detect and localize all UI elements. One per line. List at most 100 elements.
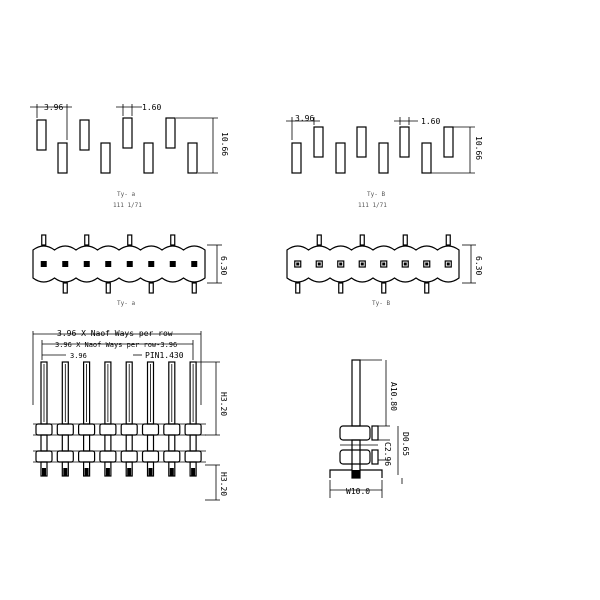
pin-dot — [403, 262, 407, 266]
pin-bottom — [421, 142, 432, 174]
pin-dot — [339, 262, 343, 266]
upper-housing — [120, 423, 138, 436]
plate-a-dims: 6.30 Ty- a — [117, 244, 228, 307]
housing-side — [371, 425, 379, 441]
upper-housing — [56, 423, 74, 436]
pin-top — [122, 117, 133, 149]
pin-hole — [358, 260, 366, 268]
pin-tip — [42, 468, 46, 476]
plate-caption: Ty- B — [372, 300, 390, 307]
lower-housing — [163, 450, 181, 463]
pin-hole — [337, 260, 345, 268]
plate-height-label: 6.30 — [474, 256, 483, 275]
pin-dot — [296, 262, 300, 266]
pitch-label: 3.96 — [70, 352, 87, 360]
upper-housing — [163, 423, 181, 436]
pin-bottom — [335, 142, 346, 174]
pin-bottom — [291, 142, 302, 174]
pin-tip — [84, 468, 89, 476]
pin-hole — [169, 261, 176, 267]
height-label: 10.66 — [474, 136, 483, 160]
front-view: 3.96 X Naof Ways per row 3.96 X Naof Way… — [32, 329, 228, 501]
pin-stub — [41, 234, 47, 246]
total-width-label: 3.96 X Naof Ways per row — [57, 329, 173, 338]
pin-dot — [360, 262, 364, 266]
pin-hole — [315, 260, 323, 268]
upper-height-label: H3.20 — [219, 392, 228, 416]
plate-outline — [32, 245, 206, 283]
lower-housing — [184, 450, 202, 463]
pitch-label: 3.96 — [295, 114, 314, 123]
pin-width-label: 1.60 — [421, 117, 440, 126]
pin-mid — [61, 434, 69, 452]
pin-stub — [445, 234, 451, 246]
pin-mid — [168, 434, 176, 452]
height-c-label: C2.96 — [383, 442, 392, 466]
lower-housing — [56, 450, 74, 463]
pin-stub — [127, 234, 133, 246]
caption: Ty- a — [117, 191, 135, 198]
pin-bottom — [100, 142, 111, 174]
pin-stub — [62, 282, 68, 294]
pin-dot — [382, 262, 386, 266]
pin-hole — [423, 260, 431, 268]
top-view-a: 3.96 1.60 10.66 Ty- a 111 1/71 — [30, 103, 229, 209]
lower-height-label: H3.20 — [219, 472, 228, 496]
side-view: A10.80 C2.96 D0.65 W10.0 — [329, 359, 410, 498]
pin-top — [356, 126, 367, 158]
pin-mid — [40, 434, 48, 452]
pin-dot — [425, 262, 429, 266]
pin — [351, 359, 361, 427]
pin-stub — [338, 282, 344, 294]
pin-stub — [402, 234, 408, 246]
pin-stub — [359, 234, 365, 246]
pin-hole — [294, 260, 302, 268]
caption-sub: 111 1/71 — [113, 202, 142, 209]
pin-stub — [295, 282, 301, 294]
pin-width-label: 1.60 — [142, 103, 161, 112]
plate-view-a — [32, 234, 206, 294]
pin-stub — [191, 282, 197, 294]
pin-top — [313, 126, 324, 158]
lower-housing — [141, 450, 160, 463]
pin-hole — [40, 261, 47, 267]
plate-outline — [286, 245, 460, 283]
pin-bottom — [378, 142, 389, 174]
pin-mid — [146, 434, 155, 452]
pin-tip — [127, 468, 132, 476]
pin-stub — [424, 282, 430, 294]
pin-stub — [148, 282, 154, 294]
height-d-label: D0.65 — [401, 432, 410, 456]
pin-mid — [104, 434, 112, 452]
pin-stub — [381, 282, 387, 294]
pin-hole — [105, 261, 112, 267]
caption: Ty- B — [367, 191, 385, 198]
width-label: W10.0 — [346, 487, 370, 496]
lower-housing — [99, 450, 117, 463]
upper-housing — [184, 423, 202, 436]
pin-top — [165, 117, 176, 149]
pin-mid — [189, 434, 197, 452]
pin-tip — [63, 468, 68, 476]
pin-mid — [125, 434, 133, 452]
upper-housing — [141, 423, 160, 436]
pin-bottom — [57, 142, 68, 174]
pin-hole — [191, 261, 198, 267]
pin-stub — [170, 234, 176, 246]
height-label: 10.66 — [220, 132, 229, 156]
pin-hole — [83, 261, 90, 267]
plate-height-label: 6.30 — [219, 256, 228, 275]
caption-sub: 111 1/71 — [358, 202, 387, 209]
pin-tip — [105, 468, 110, 476]
pin-bottom — [187, 142, 198, 174]
pin-stub — [84, 234, 90, 246]
pin-top — [399, 126, 410, 158]
plate-view-b — [286, 234, 460, 294]
pin-top — [36, 119, 47, 151]
upper-housing — [339, 425, 371, 441]
pitch-label: 3.96 — [44, 103, 63, 112]
pin-hole — [444, 260, 452, 268]
top-view-b: 3.96 1.60 10.66 Ty- B 111 1/71 — [286, 114, 483, 209]
upper-housing — [99, 423, 117, 436]
lower-housing — [120, 450, 138, 463]
